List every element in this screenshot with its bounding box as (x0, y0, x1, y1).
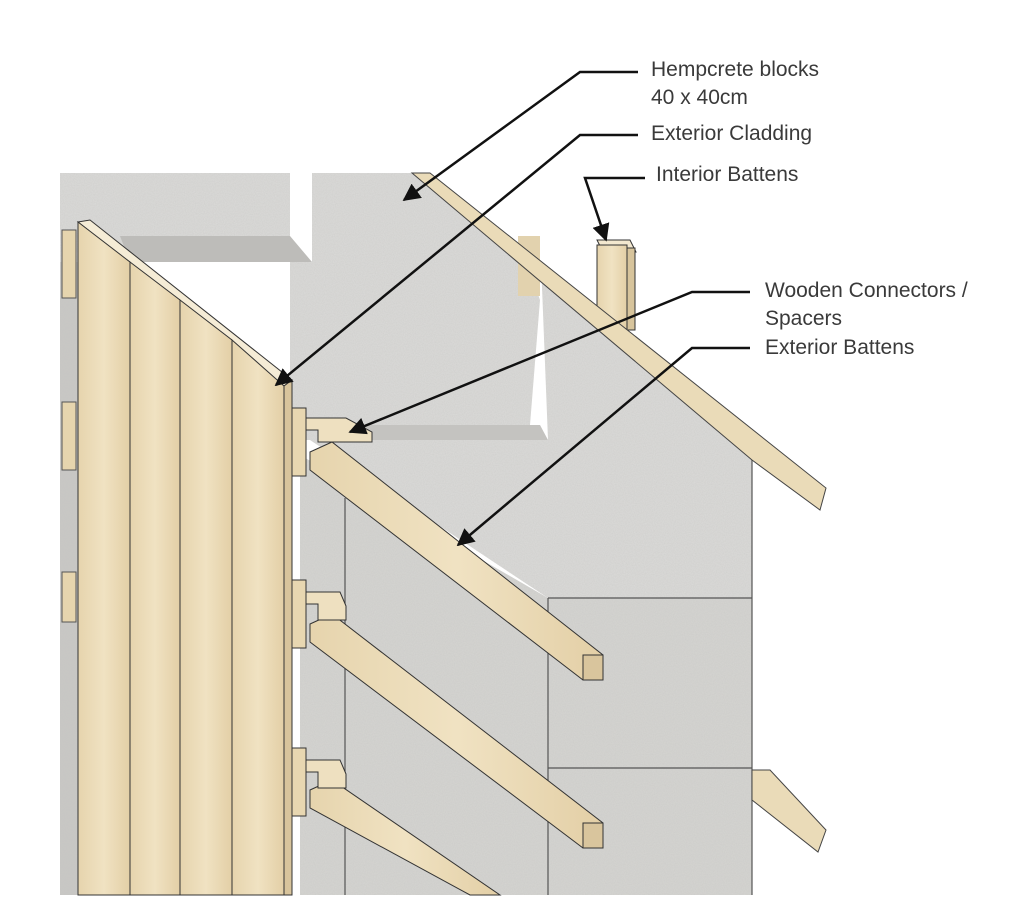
interior-batten (596, 239, 637, 331)
cladding-board (231, 338, 285, 896)
label-connectors-line2: Spacers (765, 307, 843, 330)
label-interior-battens: Interior Battens (656, 163, 799, 186)
hempcrete-side-face (300, 455, 752, 895)
cladding-board (129, 260, 181, 896)
label-exterior-cladding: Exterior Cladding (651, 122, 813, 145)
leader-cladding (274, 133, 638, 387)
label-connectors-line1: Wooden Connectors / (765, 279, 968, 302)
left-edge-stubs (61, 229, 77, 623)
hempcrete-top-face (60, 173, 752, 598)
cladding-board (77, 220, 131, 896)
label-exterior-battens: Exterior Battens (765, 336, 915, 359)
label-hempcrete-blocks: Hempcrete blocks 40 x 40cm (651, 56, 819, 112)
leader-interior-battens (583, 176, 645, 242)
leader-lines (274, 70, 750, 547)
leader-hempcrete (402, 70, 638, 202)
leader-connectors (348, 290, 750, 435)
exterior-cladding (76, 219, 293, 896)
label-wooden-connectors: Wooden Connectors / Spacers (765, 277, 968, 333)
top-edge-batten (410, 172, 827, 511)
leader-exterior-battens (456, 346, 750, 547)
cladding-board (179, 298, 233, 896)
label-hempcrete-line1: Hempcrete blocks (651, 58, 820, 81)
right-batten-stub (751, 769, 827, 853)
label-hempcrete-line2: 40 x 40cm (651, 86, 748, 109)
exterior-battens (309, 441, 604, 896)
